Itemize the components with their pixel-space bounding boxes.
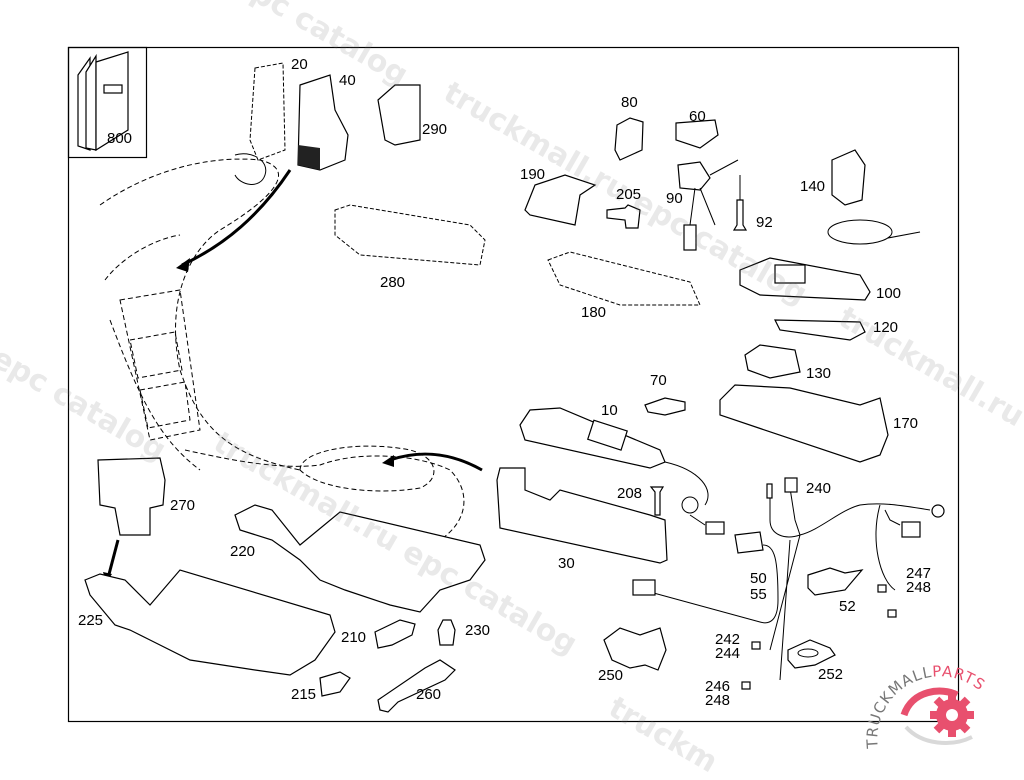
part-215-cap (320, 672, 350, 696)
part-52-holder (808, 568, 862, 595)
part-label: 252 (818, 667, 843, 682)
part-50-connector (735, 532, 763, 553)
part-120-plate (775, 320, 865, 340)
part-10-coiled-cord (665, 462, 708, 525)
part-250-clips (604, 628, 666, 670)
part-label: 205 (616, 187, 641, 202)
part-label: 10 (601, 403, 618, 418)
parts-diagram (0, 0, 1024, 750)
console-arrow-head (382, 455, 394, 467)
part-210-clip (375, 620, 415, 648)
part-180-cradle (548, 252, 700, 305)
part-label: 60 (689, 109, 706, 124)
part-90-connector (684, 225, 696, 250)
part-242-terminal (752, 642, 760, 649)
part-label: 215 (291, 687, 316, 702)
part-label: 225 (78, 613, 103, 628)
part-label: 210 (341, 630, 366, 645)
part-label: 70 (650, 373, 667, 388)
part-220-panel (235, 505, 485, 612)
part-270-switch (98, 458, 165, 535)
part-harness-round-connector (932, 505, 944, 517)
part-80-cover (615, 118, 643, 160)
part-55-connector (633, 580, 655, 595)
part-252-holder (788, 640, 835, 668)
part-140-cable (828, 220, 892, 244)
part-label: 130 (806, 366, 831, 381)
part-280-tray (335, 205, 485, 265)
part-label: 52 (839, 599, 856, 614)
console-arrow (390, 454, 482, 470)
part-label: 120 (873, 320, 898, 335)
part-label: 280 (380, 275, 405, 290)
part-70-clip (645, 398, 685, 415)
part-label: 230 (465, 623, 490, 638)
part-label: 180 (581, 305, 606, 320)
switch-arrow (108, 540, 118, 578)
part-246-terminal (742, 682, 750, 689)
part-label: 30 (558, 556, 575, 571)
part-90-adapter (678, 162, 710, 190)
part-label: 270 (170, 498, 195, 513)
part-40-bracket (298, 75, 348, 170)
part-30-bracket (497, 468, 667, 563)
part-label: 246 248 (705, 680, 730, 708)
part-label: 140 (800, 179, 825, 194)
part-230-screw (438, 620, 455, 645)
part-247-terminal (878, 585, 886, 592)
part-20-plate (250, 63, 285, 160)
part-label: 290 (422, 122, 447, 137)
part-10-plug (706, 522, 724, 534)
part-100-screen (775, 265, 805, 283)
install-arrow-head (176, 258, 190, 272)
part-label: 242 244 (715, 633, 740, 661)
part-label: 40 (339, 73, 356, 88)
part-130-holder (745, 345, 800, 378)
part-label: 170 (893, 416, 918, 431)
part-label: 80 (621, 95, 638, 110)
part-290-cover (378, 85, 420, 145)
part-label: 260 (416, 687, 441, 702)
part-label: 208 (617, 486, 642, 501)
part-label: 100 (876, 286, 901, 301)
part-140-charger (832, 150, 865, 205)
part-240-pin (767, 484, 772, 498)
part-label: 190 (520, 167, 545, 182)
part-248-terminal (888, 610, 896, 617)
part-205-screw (607, 205, 640, 228)
part-208-screw (651, 487, 663, 515)
part-label: 20 (291, 57, 308, 72)
part-225-panel (85, 570, 335, 675)
part-label: 90 (666, 191, 683, 206)
gear-logo-icon (904, 691, 974, 743)
part-92-bolt (734, 200, 746, 230)
part-label: 92 (756, 215, 773, 230)
truckmallparts-logo: TRUCKMALLPARTS (860, 660, 1024, 750)
part-label: 800 (107, 131, 132, 146)
part-170-cradle (720, 385, 888, 462)
part-240-connector (785, 478, 797, 492)
part-label: 50 55 (750, 571, 767, 603)
part-label: 250 (598, 668, 623, 683)
part-label: 220 (230, 544, 255, 559)
part-140-plug (888, 232, 920, 238)
part-harness-plug (902, 522, 920, 537)
part-label: 247 248 (906, 567, 931, 595)
part-label: 240 (806, 481, 831, 496)
